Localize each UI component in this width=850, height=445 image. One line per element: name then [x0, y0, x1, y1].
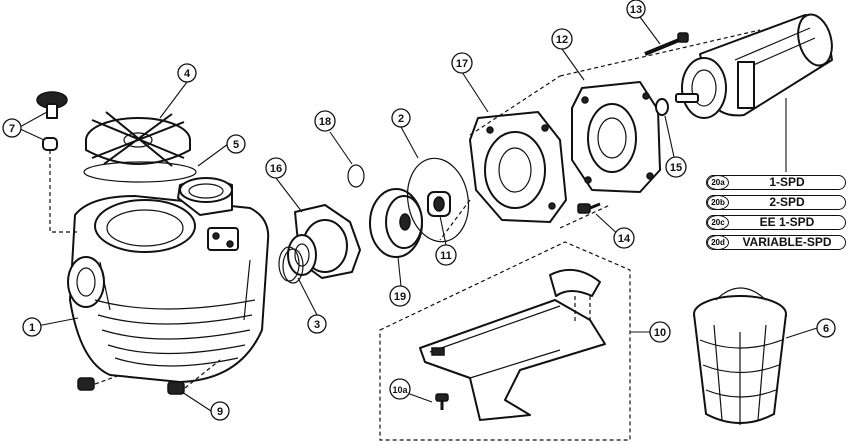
svg-text:19: 19: [394, 291, 406, 303]
callout-14: 14: [613, 227, 635, 249]
impeller-o-ring: [347, 164, 365, 188]
callout-4: 4: [177, 63, 197, 83]
base-screw: [435, 393, 449, 410]
callout-19: 19: [389, 285, 411, 307]
svg-text:9: 9: [217, 406, 223, 418]
svg-text:12: 12: [556, 34, 568, 46]
svg-text:4: 4: [184, 68, 191, 80]
callout-9: 9: [210, 401, 230, 421]
motor-option-20c: 20c EE 1-SPD: [706, 215, 846, 230]
diffuser: [287, 204, 361, 279]
svg-text:5: 5: [233, 139, 239, 151]
callout-16: 16: [265, 157, 287, 179]
strainer-basket: [693, 287, 787, 425]
svg-text:10: 10: [654, 327, 666, 339]
callout-2: 2: [391, 108, 411, 128]
motor-adapter: [571, 81, 661, 193]
seal-plate: [469, 111, 567, 223]
svg-text:17: 17: [456, 58, 468, 70]
shaft-seal: [427, 191, 451, 217]
motor-base: [419, 268, 606, 421]
svg-text:11: 11: [440, 250, 452, 262]
motor: [675, 13, 833, 119]
callout-10a: 10a: [389, 378, 411, 400]
strainer-lid: [85, 111, 191, 167]
svg-text:14: 14: [618, 233, 631, 245]
callout-7: 7: [2, 118, 22, 138]
callout-3: 3: [307, 314, 327, 334]
motor-option-code: 20c: [707, 215, 729, 230]
motor-option-20a: 20a 1-SPD: [706, 175, 846, 190]
svg-text:1: 1: [29, 322, 35, 334]
knob-dashed-path: [49, 150, 78, 233]
motor-option-label: 1-SPD: [769, 175, 805, 189]
adapter-screw: [577, 202, 601, 214]
callout-1: 1: [22, 317, 42, 337]
drain-plugs: [77, 377, 185, 395]
svg-text:2: 2: [398, 113, 404, 125]
motor-option-code: 20a: [707, 175, 729, 190]
shaft-washer: [655, 98, 669, 116]
motor-bolt: [644, 32, 689, 56]
svg-text:7: 7: [9, 123, 15, 135]
diffuser-gasket-inner: [282, 248, 304, 284]
motor-option-20d: 20d VARIABLE-SPD: [706, 235, 846, 250]
svg-text:18: 18: [319, 116, 331, 128]
callout-12: 12: [551, 28, 573, 50]
callout-6: 6: [816, 318, 836, 338]
svg-text:13: 13: [630, 4, 642, 16]
drain-plug-dashed-path: [94, 359, 221, 389]
svg-text:10a: 10a: [392, 385, 408, 395]
callout-10: 10: [649, 321, 671, 343]
leader-lines: [17, 16, 818, 412]
base-pad-guides: [574, 296, 591, 322]
svg-text:16: 16: [270, 163, 282, 175]
lid-o-ring: [83, 161, 197, 183]
motor-option-20b: 20b 2-SPD: [706, 195, 846, 210]
motor-option-label: EE 1-SPD: [759, 215, 815, 229]
svg-text:15: 15: [670, 162, 682, 174]
air-relief-knob: [36, 91, 68, 151]
motor-option-label: VARIABLE-SPD: [742, 235, 832, 249]
pump-housing: [67, 177, 270, 383]
callout-5: 5: [226, 134, 246, 154]
callout-13: 13: [626, 0, 646, 19]
callout-18: 18: [314, 110, 336, 132]
motor-option-label: 2-SPD: [769, 195, 805, 209]
motor-base-dashed-box: [379, 241, 631, 441]
callout-15: 15: [665, 156, 687, 178]
callout-17: 17: [451, 52, 473, 74]
svg-text:6: 6: [823, 323, 829, 335]
svg-text:3: 3: [314, 319, 320, 331]
motor-option-code: 20d: [707, 235, 729, 250]
motor-option-code: 20b: [707, 195, 729, 210]
callout-11: 11: [435, 244, 457, 266]
